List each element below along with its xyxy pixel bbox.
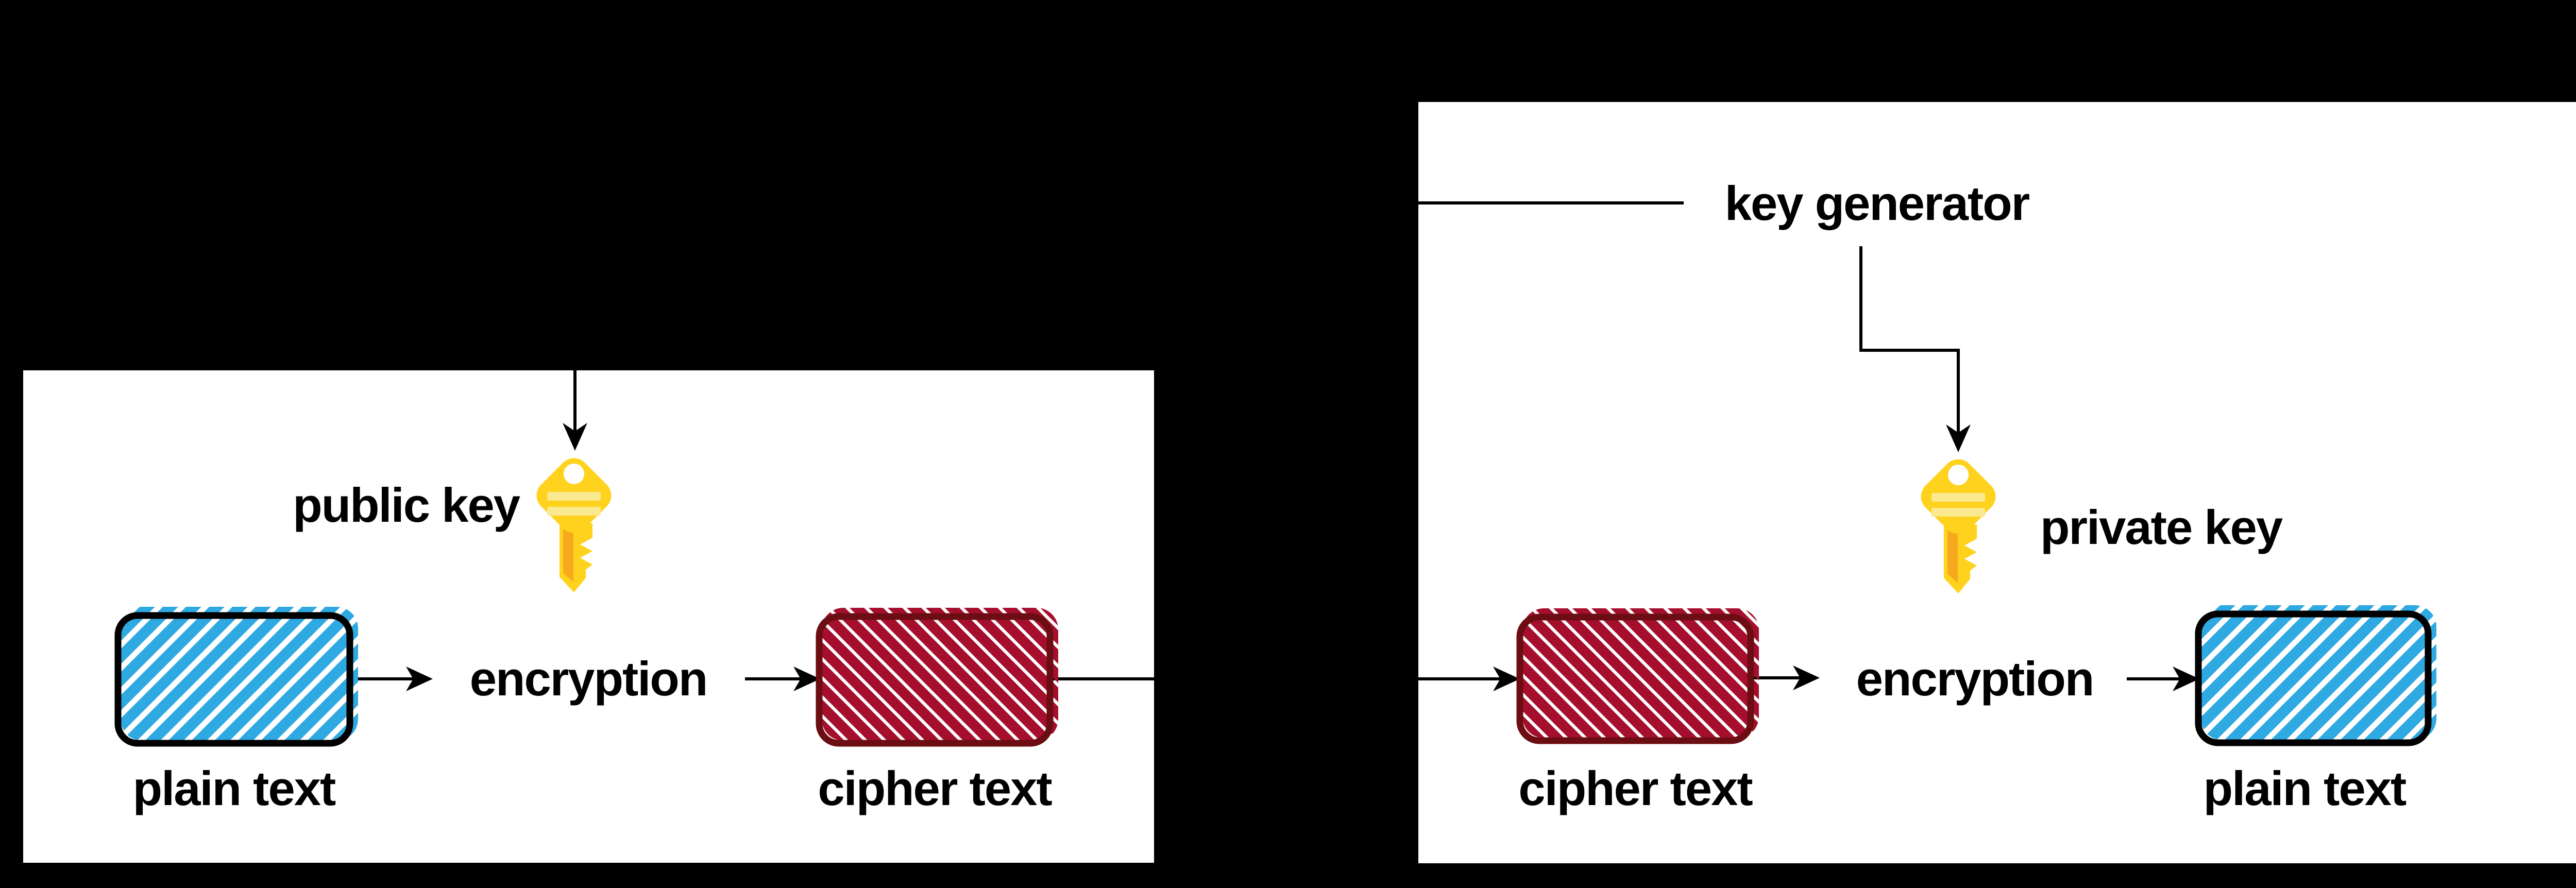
encryption-process-label: encryption <box>1856 652 2095 706</box>
cipher-text-box <box>1516 608 1759 744</box>
key-generator-label: key generator <box>1724 176 2030 230</box>
plain-text-caption: plain text <box>2203 761 2407 815</box>
cipher-text-caption: cipher text <box>818 761 1052 815</box>
cipher-text-box <box>816 608 1058 747</box>
arrow-down-icon <box>563 423 587 451</box>
generator-to-key-elbow <box>1859 246 1960 434</box>
private-key-label: private key <box>2040 500 2283 554</box>
arrow-right-icon <box>1793 665 1820 690</box>
arrow-right-icon <box>406 667 433 691</box>
arrow-down-icon <box>1946 424 1971 452</box>
plain-text-box <box>114 607 358 747</box>
cipher-text-caption: cipher text <box>1518 761 1753 815</box>
decryption-panel: key generator private key encryption cip… <box>1418 102 2576 863</box>
plain-text-caption: plain text <box>132 761 336 815</box>
plain-text-box <box>2195 605 2436 746</box>
public-key-label: public key <box>293 478 520 532</box>
encryption-panel: public key encryption plain text cipher … <box>23 370 1154 863</box>
private-key-icon <box>1921 459 1996 593</box>
public-key-icon <box>536 458 612 592</box>
encryption-process-label: encryption <box>469 652 708 706</box>
